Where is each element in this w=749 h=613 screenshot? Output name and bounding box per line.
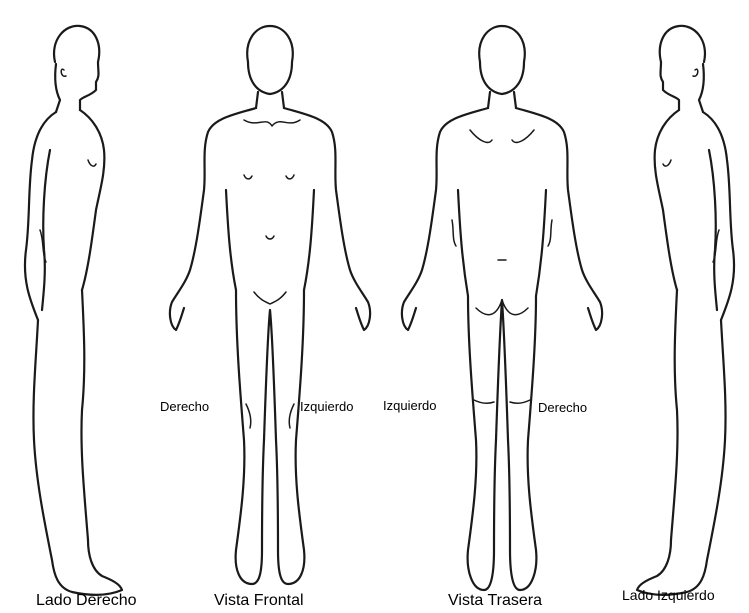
left-profile-figure xyxy=(637,26,734,595)
front-right-label: Derecho xyxy=(160,399,209,414)
left-side-caption: Lado Izquierdo xyxy=(622,587,715,603)
back-view-figure xyxy=(402,26,602,590)
front-view-figure xyxy=(170,26,370,584)
front-left-label: Izquierdo xyxy=(300,399,353,414)
front-view-caption: Vista Frontal xyxy=(214,592,304,610)
back-view-caption: Vista Trasera xyxy=(448,592,542,610)
right-profile-figure xyxy=(25,26,122,595)
right-side-caption: Lado Derecho xyxy=(36,592,137,610)
back-left-label: Izquierdo xyxy=(383,398,436,413)
back-right-label: Derecho xyxy=(538,400,587,415)
